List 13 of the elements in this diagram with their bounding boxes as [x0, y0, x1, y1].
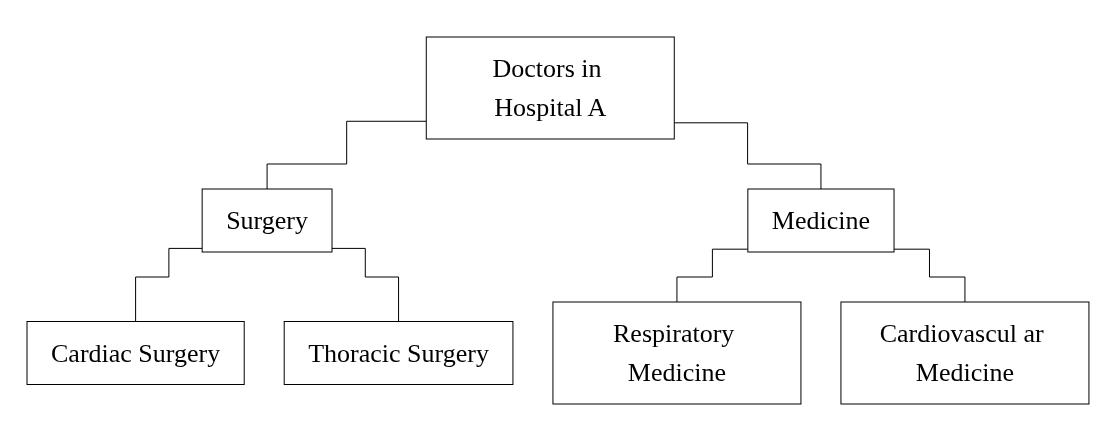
connector — [893, 248, 965, 302]
node-box: Surgery — [201, 188, 333, 252]
node-box: Cardiovascul ar Medicine — [839, 301, 1089, 404]
connector — [134, 247, 203, 322]
node-box: Thoracic Surgery — [283, 320, 513, 385]
connector — [675, 248, 748, 302]
connector — [331, 247, 399, 322]
connector — [673, 121, 821, 189]
node-box: Medicine — [746, 188, 895, 252]
node-box: Respiratory Medicine — [551, 301, 801, 404]
node-box: Doctors in Hospital A — [425, 36, 675, 139]
node-box: Cardiac Surgery — [26, 320, 245, 385]
connector — [266, 120, 427, 189]
